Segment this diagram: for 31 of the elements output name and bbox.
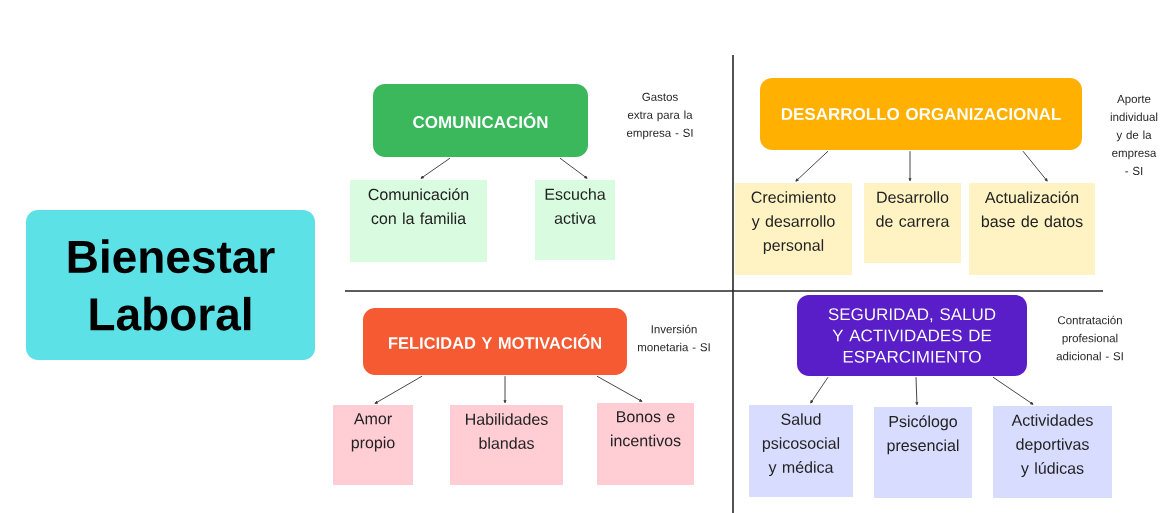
arrow <box>559 157 588 179</box>
arrow <box>992 376 1034 405</box>
side-note: Contratación profesional adicional - SI <box>1056 315 1123 361</box>
item-box: Amor propio <box>333 405 413 485</box>
category-box: DESARROLLO ORGANIZACIONAL <box>760 78 1082 150</box>
item-box: Desarrollo de carrera <box>864 183 961 263</box>
category-box: FELICIDAD Y MOTIVACIÓN <box>363 308 627 375</box>
arrow <box>1022 150 1048 182</box>
side-note: Inversión monetaria - SI <box>638 324 710 352</box>
arrow <box>503 375 507 404</box>
category-box: COMUNICACIÓN <box>373 84 588 157</box>
item-box: Psicólogo presencial <box>874 407 972 498</box>
item-box: Comunicación con la familia <box>350 180 487 262</box>
arrow <box>810 376 829 404</box>
item-box: Actividades deportivas y lúdicas <box>993 406 1112 498</box>
arrow <box>420 157 451 179</box>
title-box: Bienestar Laboral <box>26 210 315 360</box>
category-box: SEGURIDAD, SALUD Y ACTIVIDADES DE ESPARCIMIENTO <box>797 295 1027 376</box>
side-note: Aporte individual y de la empresa - SI <box>1110 95 1158 175</box>
arrow <box>915 376 919 406</box>
item-box: Escucha activa <box>535 180 615 260</box>
item-box: Salud psicosocial y médica <box>749 405 853 497</box>
arrow <box>795 150 829 182</box>
item-box: Bonos e incentivos <box>597 403 694 485</box>
item-box: Habilidades blandas <box>450 405 563 485</box>
arrow <box>374 375 423 404</box>
item-box: Crecimiento y desarrollo personal <box>735 183 852 275</box>
item-box: Actualización base de datos <box>969 183 1095 275</box>
side-note: Gastos extra para la empresa - SI <box>626 92 693 140</box>
arrow <box>908 150 912 182</box>
arrow <box>596 375 643 402</box>
